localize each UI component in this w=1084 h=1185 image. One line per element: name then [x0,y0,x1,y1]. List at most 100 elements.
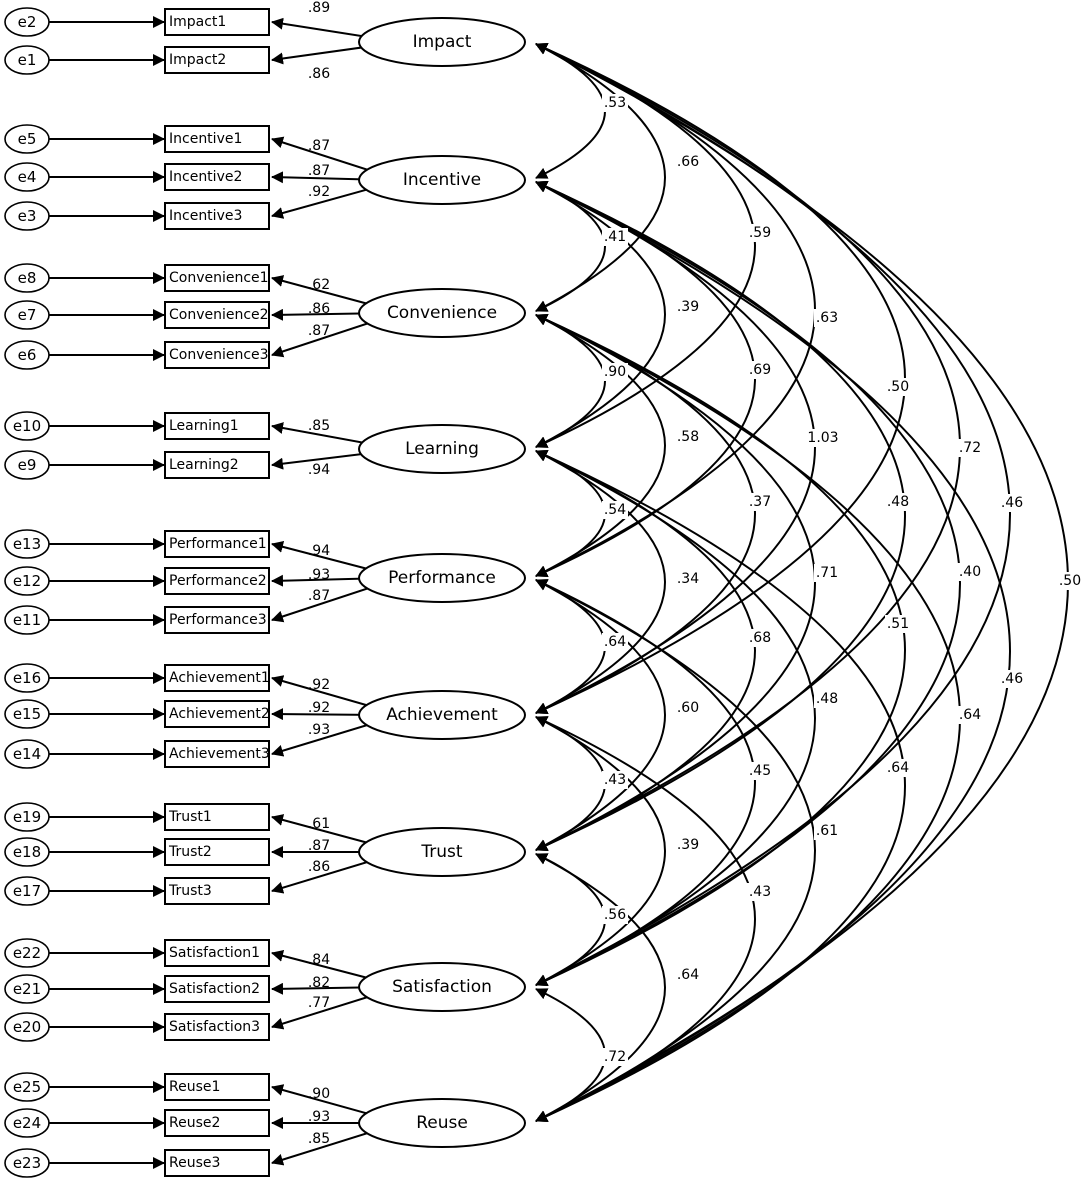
indicator-label: Reuse2 [169,1115,220,1131]
covariance-arrow-trust-reuse [535,853,666,1122]
latent-factor-satisfaction [358,962,526,1012]
latent-factor-label: Impact [413,32,472,52]
indicator-box [164,567,270,595]
indicator-label: Achievement3 [169,746,270,762]
correlation-label-bg [1057,572,1083,590]
indicator-box [164,1013,270,1041]
latent-factor-label: Reuse [416,1113,468,1133]
correlation-label-bg [814,309,840,327]
indicator-label: Learning2 [169,457,239,473]
indicator-label: Reuse3 [169,1155,220,1171]
error-term-label: e17 [13,882,41,900]
correlation-label-bg [747,224,773,242]
correlation-value-label: .40 [959,564,981,580]
correlation-value-label: .37 [749,494,771,510]
correlation-label-bg [675,570,701,588]
correlation-value-label: .46 [1001,495,1023,511]
loading-value-label: .86 [308,66,330,82]
correlation-value-label: .64 [677,967,699,983]
correlation-value-label: .90 [604,364,626,380]
correlation-value-label: .41 [604,229,626,245]
correlation-value-label: .61 [816,823,838,839]
loading-value-label: .85 [308,418,330,434]
indicator-box [164,877,270,905]
indicator-label: Satisfaction1 [169,945,260,961]
covariance-arrow-impact-convenience [535,43,666,312]
correlation-label-bg [675,298,701,316]
indicator-box [164,664,270,692]
indicator-label: Learning1 [169,418,239,434]
correlation-label-bg [747,361,773,379]
loading-value-label: .93 [308,722,330,738]
indicator-box [164,975,270,1003]
loading-value-label: .87 [308,588,330,604]
correlation-value-label: .72 [959,440,981,456]
error-term-label: e21 [13,980,41,998]
correlation-value-label: .50 [887,379,909,395]
indicator-box [164,46,270,74]
covariance-arrow-learning-reuse [535,450,906,1122]
correlation-label-bg [814,822,840,840]
indicator-box [164,1073,270,1101]
covariance-arrow-learning-satisfaction [535,450,816,986]
correlation-label-bg [885,615,911,633]
error-term-label: e22 [13,944,41,962]
loading-value-label: .87 [308,138,330,154]
loading-value-label: .90 [308,1086,330,1102]
latent-factor-label: Convenience [387,303,497,323]
correlation-label-bg [747,762,773,780]
correlation-label-bg [885,759,911,777]
latent-factor-impact [358,17,526,67]
indicator-box [164,700,270,728]
correlation-label-bg [675,699,701,717]
latent-factor-label: Achievement [386,705,498,725]
indicator-box [164,125,270,153]
indicator-box [164,530,270,558]
correlation-label-bg [814,690,840,708]
indicator-box [164,838,270,866]
error-term-label: e23 [13,1154,41,1172]
correlation-label-bg [675,428,701,446]
correlation-label-bg [747,493,773,511]
error-term-label: e7 [18,306,37,324]
correlation-label-bg [999,670,1025,688]
error-term-label: e3 [18,207,37,225]
correlation-label-bg [602,1048,628,1066]
loading-value-label: .87 [308,838,330,854]
loading-value-label: .94 [308,543,330,559]
correlation-label-bg [885,493,911,511]
loading-value-label: .93 [308,567,330,583]
error-term-label: e5 [18,130,37,148]
error-term-label: e10 [13,417,41,435]
error-term-label: e24 [13,1114,41,1132]
loading-value-label: .87 [308,323,330,339]
indicator-box [164,301,270,329]
correlation-label-bg [602,228,628,246]
correlation-value-label: .51 [887,616,909,632]
correlation-value-label: .64 [887,760,909,776]
correlation-value-label: .58 [677,429,699,445]
correlation-value-label: .39 [677,837,699,853]
indicator-label: Convenience3 [169,347,269,363]
correlation-label-bg [602,363,628,381]
correlation-value-label: .43 [749,884,771,900]
indicator-box [164,740,270,768]
correlation-label-bg [602,501,628,519]
loading-value-label: .93 [308,1109,330,1125]
loading-value-label: .61 [308,816,330,832]
latent-factor-label: Learning [405,439,479,459]
error-term-label: e14 [13,745,41,763]
latent-factor-trust [358,827,526,877]
correlation-label-bg [806,429,840,447]
covariance-arrow-incentive-trust [535,181,906,851]
indicator-label: Convenience2 [169,307,269,323]
correlation-label-bg [602,633,628,651]
correlation-label-bg [999,494,1025,512]
correlation-label-bg [675,153,701,171]
correlation-label-bg [814,564,840,582]
correlation-value-label: .53 [604,95,626,111]
